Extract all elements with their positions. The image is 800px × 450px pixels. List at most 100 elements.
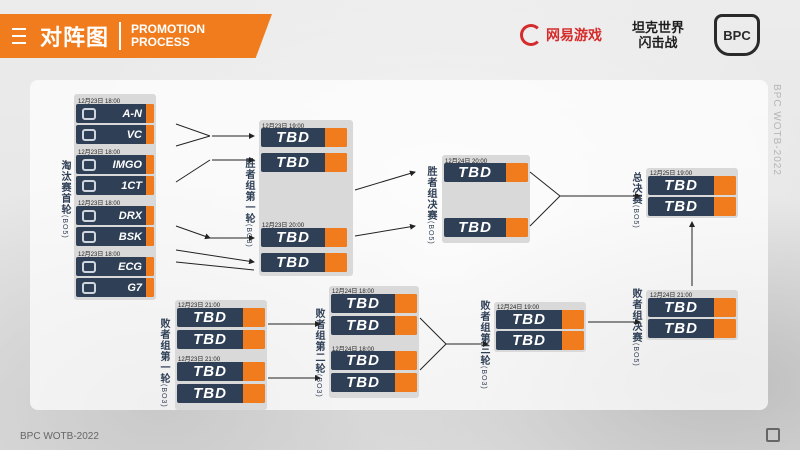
tbd-label: TBD: [276, 229, 310, 246]
slot-accent: [714, 298, 736, 317]
page-subtitle: PROMOTION PROCESS: [131, 23, 205, 49]
tbd-slot[interactable]: TBD: [177, 308, 265, 327]
round-format: (BO3): [245, 224, 252, 248]
slot-accent: [146, 278, 154, 297]
tbd-slot[interactable]: TBD: [177, 362, 265, 381]
tbd-slot[interactable]: TBD: [648, 298, 736, 317]
round-format: (BO5): [427, 221, 434, 245]
tbd-slot[interactable]: TBD: [648, 319, 736, 338]
footer-text: BPC WOTB-2022: [20, 431, 99, 442]
tbd-slot[interactable]: TBD: [261, 253, 347, 272]
round-label-l2: 败者组第二轮(BO3): [313, 308, 324, 398]
team-slot[interactable]: G7: [76, 278, 154, 297]
slot-accent: [146, 206, 154, 225]
subtitle-line-1: PROMOTION: [131, 22, 206, 36]
team-name: 1CT: [121, 179, 142, 192]
match-date: 12月24日 19:00: [497, 305, 540, 311]
tbd-label: TBD: [276, 129, 310, 146]
title-divider: [119, 22, 122, 50]
tbd-label: TBD: [193, 363, 227, 380]
tbd-slot[interactable]: TBD: [177, 384, 265, 403]
slot-accent: [146, 104, 154, 123]
team-slot[interactable]: 1CT: [76, 176, 154, 195]
tbd-slot[interactable]: TBD: [496, 310, 584, 329]
team-slot[interactable]: BSK: [76, 227, 154, 246]
team-logo-icon: [76, 155, 102, 174]
tbd-slot[interactable]: TBD: [648, 176, 736, 195]
round-format: (BO3): [480, 366, 487, 390]
team-logo-icon: [76, 278, 102, 297]
slot-accent: [243, 308, 265, 327]
tbd-label: TBD: [512, 311, 546, 328]
page-title: 对阵图: [40, 25, 110, 50]
tbd-slot[interactable]: TBD: [331, 316, 417, 335]
slot-accent: [395, 351, 417, 370]
slot-accent: [146, 227, 154, 246]
slot-accent: [506, 218, 528, 237]
tbd-label: TBD: [664, 198, 698, 215]
connector-line: [354, 223, 416, 237]
slot-accent: [506, 163, 528, 182]
slot-accent: [146, 176, 154, 195]
tbd-label: TBD: [276, 254, 310, 271]
slot-accent: [395, 294, 417, 313]
tbd-slot[interactable]: TBD: [331, 294, 417, 313]
tbd-label: TBD: [512, 332, 546, 349]
round-format: (BO5): [632, 343, 639, 367]
round-label-lf: 败者组决赛(BO5): [630, 288, 641, 367]
slot-accent: [243, 384, 265, 403]
slot-accent: [562, 310, 584, 329]
tbd-slot[interactable]: TBD: [496, 331, 584, 350]
slot-accent: [325, 128, 347, 147]
round-format: (BO5): [61, 215, 68, 239]
round-label-gf: 总决赛(BO5): [630, 172, 641, 229]
tbd-slot[interactable]: TBD: [331, 351, 417, 370]
team-logo-icon: [76, 257, 102, 276]
footer-logo-icon: [766, 428, 780, 442]
tbd-label: TBD: [193, 331, 227, 348]
tbd-slot[interactable]: TBD: [261, 228, 347, 247]
match-date: 12月24日 20:00: [445, 159, 488, 165]
match-date: 12月23日 21:00: [178, 357, 221, 363]
team-name: DRX: [118, 209, 142, 222]
tbd-label: TBD: [193, 385, 227, 402]
team-slot[interactable]: DRX: [76, 206, 154, 225]
bpc-logo: BPC: [714, 14, 760, 56]
team-slot[interactable]: VC: [76, 125, 154, 144]
menu-icon: [12, 28, 26, 44]
slot-accent: [714, 197, 736, 216]
tbd-slot[interactable]: TBD: [648, 197, 736, 216]
slot-accent: [146, 257, 154, 276]
tbd-slot[interactable]: TBD: [177, 330, 265, 349]
tbd-slot[interactable]: TBD: [444, 218, 528, 237]
match-date: 12月24日 18:00: [332, 289, 375, 295]
match-date: 12月24日 21:00: [650, 293, 693, 299]
tbd-label: TBD: [458, 164, 492, 181]
match-date: 12月23日 18:00: [78, 150, 121, 156]
round-format: (BO3): [160, 384, 167, 408]
team-slot[interactable]: ECG: [76, 257, 154, 276]
team-logo-icon: [76, 176, 102, 195]
tbd-slot[interactable]: TBD: [331, 373, 417, 392]
tbd-label: TBD: [346, 352, 380, 369]
team-slot[interactable]: A-N: [76, 104, 154, 123]
title-bar: 对阵图 PROMOTION PROCESS: [0, 14, 272, 58]
tbd-slot[interactable]: TBD: [261, 128, 347, 147]
connector-line: [175, 225, 211, 240]
tank-blitz-logo: 坦克世界 闪击战: [632, 20, 684, 50]
team-name: G7: [127, 281, 142, 294]
team-name: BSK: [118, 230, 142, 243]
slot-accent: [146, 155, 154, 174]
team-slot[interactable]: IMGO: [76, 155, 154, 174]
round-label-elim: 淘汰赛首轮(BO5): [59, 160, 70, 239]
connector-line: [529, 171, 561, 197]
round-label-l1: 败者组第一轮(BO3): [158, 318, 169, 408]
tank-logo-line-1: 坦克世界: [631, 20, 684, 35]
tbd-label: TBD: [664, 177, 698, 194]
slot-accent: [325, 253, 347, 272]
tbd-label: TBD: [458, 219, 492, 236]
tbd-slot[interactable]: TBD: [444, 163, 528, 182]
tbd-slot[interactable]: TBD: [261, 153, 347, 172]
team-logo-icon: [76, 206, 102, 225]
